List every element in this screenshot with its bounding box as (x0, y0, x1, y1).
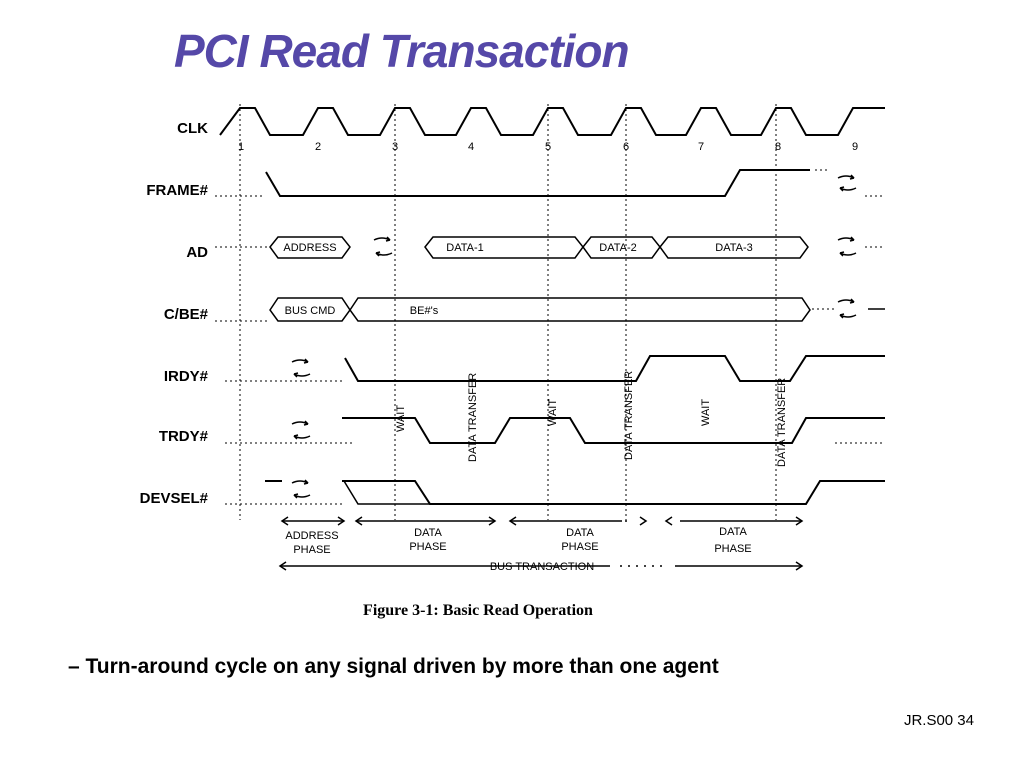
cbe-be-label: BE#'s (410, 305, 439, 317)
turnaround-icon (373, 236, 393, 257)
ad-address-cell (269, 236, 351, 259)
ad-bus (215, 236, 885, 259)
ad-data1-label: DATA-1 (446, 242, 484, 254)
turnaround-icon (837, 174, 857, 192)
clock-number: 9 (852, 141, 858, 153)
data-phase-label: DATA (566, 527, 594, 539)
bus-transaction-label: BUS TRANSACTION (490, 561, 594, 573)
wait-marker: WAIT (395, 405, 407, 432)
cbe-be-cell (349, 297, 811, 322)
irdy-waveform (225, 355, 885, 382)
signal-label-clk: CLK (177, 120, 208, 137)
turnaround-icon (291, 420, 311, 440)
clock-number: 3 (392, 141, 398, 153)
cbe-buscmd-label: BUS CMD (285, 305, 336, 317)
bullet-text: – Turn-around cycle on any signal driven… (68, 655, 719, 678)
clock-number: 8 (775, 141, 781, 153)
data-transfer-marker: DATA TRANSFER (776, 378, 788, 467)
wait-marker: WAIT (700, 399, 712, 426)
signal-label-frame: FRAME# (146, 182, 208, 199)
signal-label-cbe: C/BE# (164, 306, 209, 323)
clk-waveform (219, 107, 885, 136)
signal-label-irdy: IRDY# (164, 368, 209, 385)
data-phase-label: PHASE (409, 541, 446, 553)
clock-number: 1 (238, 141, 244, 153)
turnaround-icon (291, 479, 311, 499)
clock-number: 4 (468, 141, 474, 153)
clock-number: 5 (545, 141, 551, 153)
ad-data3-cell (659, 236, 809, 259)
clock-guides (239, 104, 777, 520)
signal-label-ad: AD (186, 244, 208, 261)
signal-label-devsel: DEVSEL# (140, 490, 209, 507)
trdy-waveform (225, 417, 885, 444)
devsel-waveform (225, 479, 885, 505)
turnaround-icon (837, 298, 857, 319)
clock-number: 2 (315, 141, 321, 153)
data-transfer-marker: DATA TRANSFER (623, 371, 635, 460)
data-transfer-marker: DATA TRANSFER (467, 373, 479, 462)
frame-waveform (215, 169, 885, 197)
data-phase-label: PHASE (561, 541, 598, 553)
clock-number: 7 (698, 141, 704, 153)
wait-marker: WAIT (547, 399, 559, 426)
signal-label-trdy: TRDY# (159, 428, 209, 445)
turnaround-icon (291, 358, 311, 378)
figure-caption: Figure 3-1: Basic Read Operation (363, 602, 593, 619)
slide-footer: JR.S00 34 (903, 712, 974, 729)
slide-title: PCI Read Transaction (174, 25, 630, 77)
phase-arrows (278, 516, 804, 571)
ad-data3-label: DATA-3 (715, 242, 753, 254)
data-phase-label: DATA (719, 526, 747, 538)
address-phase-label: ADDRESS (285, 530, 338, 542)
clock-number: 6 (623, 141, 629, 153)
data-phase-label: PHASE (714, 543, 751, 555)
data-phase-label: DATA (414, 527, 442, 539)
address-phase-label: PHASE (293, 544, 330, 556)
turnaround-icon (837, 236, 857, 257)
ad-data2-label: DATA-2 (599, 242, 637, 254)
cbe-bus (215, 297, 885, 322)
ad-address-label: ADDRESS (283, 242, 336, 254)
